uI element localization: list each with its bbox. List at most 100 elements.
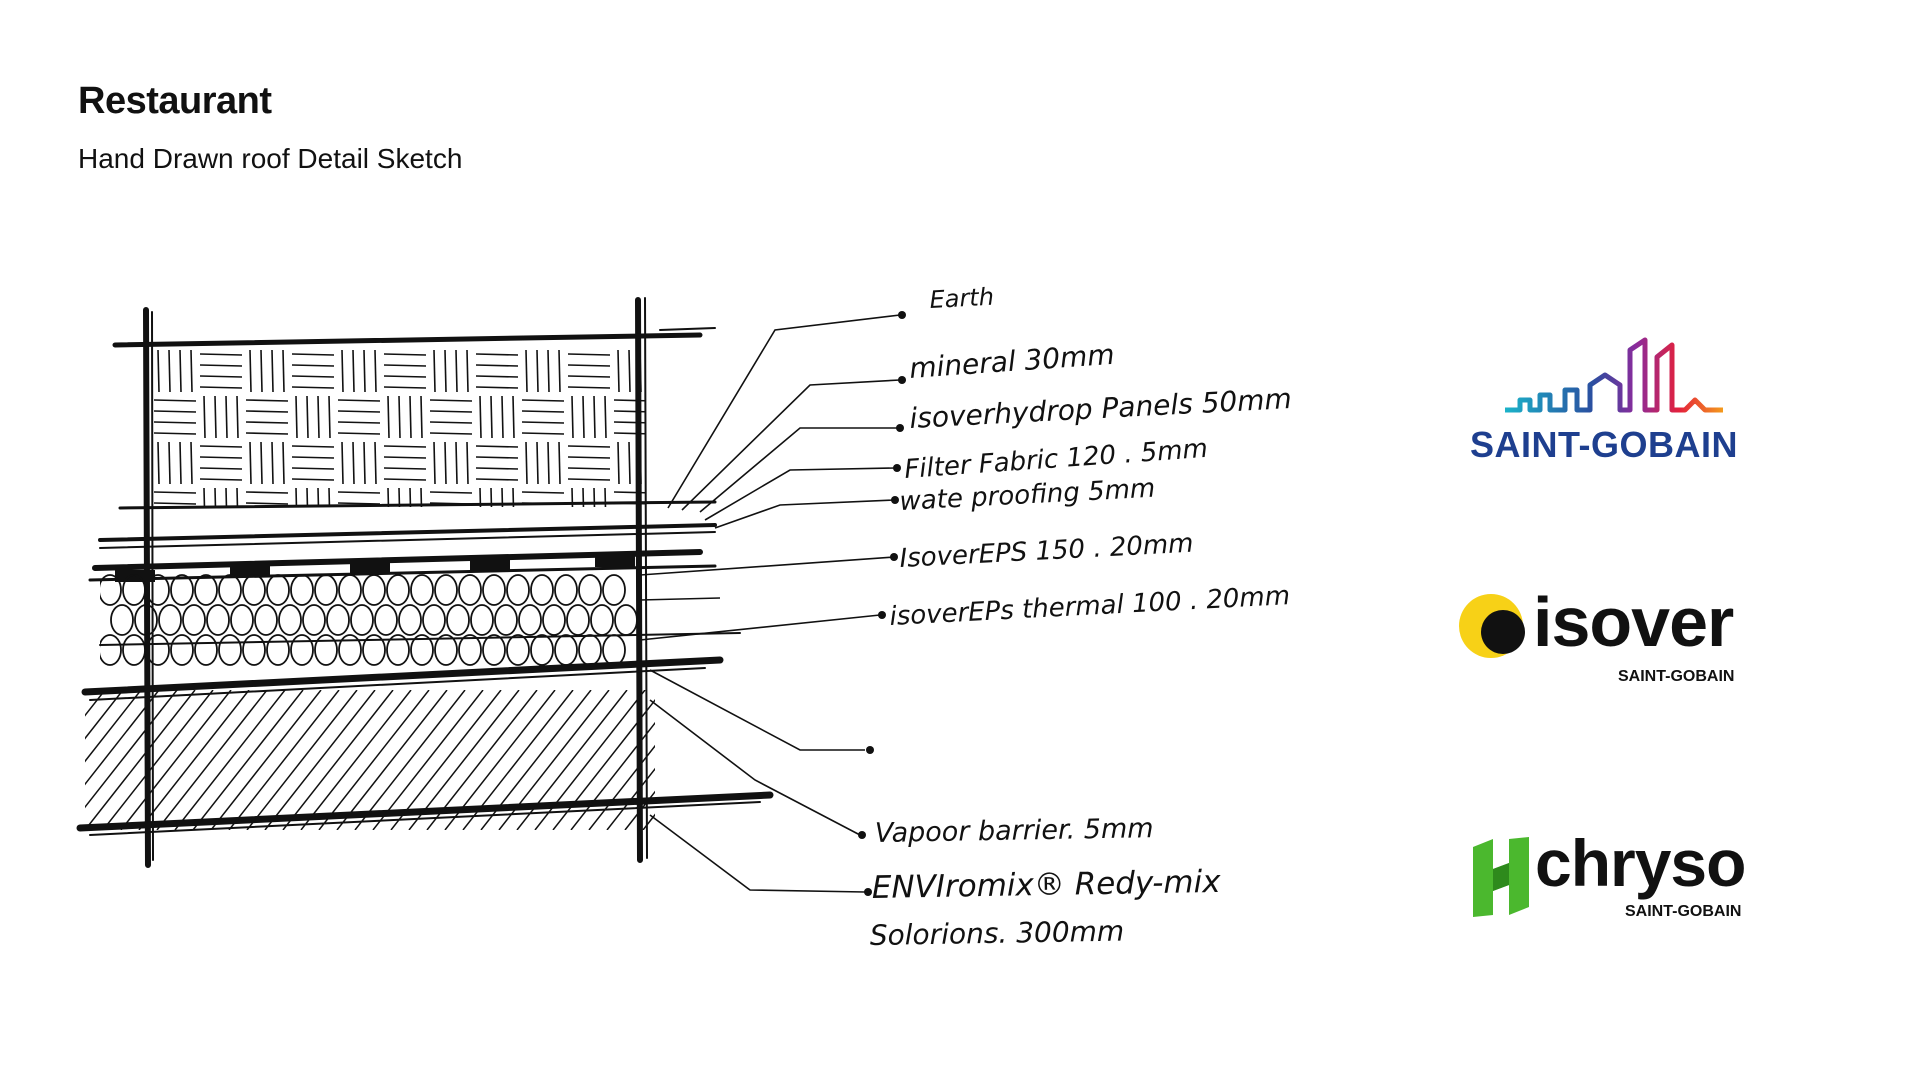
sketch-stroke	[558, 441, 561, 485]
sketch-stroke	[179, 441, 182, 485]
sketch-stroke	[387, 395, 390, 439]
sketch-stroke	[282, 349, 285, 393]
insulation-loop	[122, 634, 146, 666]
sketch-stroke	[246, 525, 288, 526]
sketch-stroke	[383, 445, 427, 448]
sketch-stroke	[246, 690, 358, 830]
sketch-stroke	[295, 487, 298, 507]
sketch-stroke	[153, 491, 197, 494]
label-enviromix: ENVIromix® Redy-mix	[872, 864, 1222, 906]
sketch-stroke	[260, 349, 263, 393]
layer-bands	[76, 500, 774, 836]
insulation-loop	[386, 574, 410, 606]
sketch-stroke	[138, 690, 250, 830]
sketch-stroke	[282, 690, 394, 830]
sketch-stroke	[567, 478, 611, 481]
sketch-stroke	[534, 690, 646, 830]
sketch-stroke	[264, 690, 376, 830]
sketch-stroke	[628, 441, 631, 485]
label-filter-fabric: Filter Fabric 120 . 5mm	[903, 434, 1208, 485]
sketch-stroke	[642, 813, 655, 830]
sketch-stroke	[154, 514, 196, 515]
sketch-stroke	[521, 432, 565, 435]
sketch-stroke	[387, 487, 390, 507]
sketch-stroke	[429, 399, 473, 402]
sketch-stroke	[102, 690, 214, 830]
insulation-loop	[458, 574, 482, 606]
sketch-stroke	[225, 487, 228, 507]
sketch-stroke	[210, 690, 322, 830]
insulation-loop	[542, 604, 566, 636]
sketch-stroke	[245, 421, 289, 424]
sketch-stroke	[521, 410, 565, 413]
sketch-stroke	[475, 456, 519, 459]
sketch-stroke	[236, 487, 239, 507]
insulation-loop	[338, 574, 362, 606]
label-eps-thermal: isoverEPs thermal 100 . 20mm	[889, 581, 1291, 632]
sketch-stroke	[536, 349, 539, 393]
sketch-stroke	[617, 349, 620, 393]
insulation-loop	[278, 604, 302, 636]
insulation-loop	[446, 604, 470, 636]
layer-labels: Earth mineral 30mm isoverhydrop Panels 5…	[870, 283, 1293, 952]
sketch-stroke	[245, 399, 289, 402]
sketch-stroke	[0, 690, 51, 830]
insulation-loop	[170, 574, 194, 606]
sketch-stroke	[214, 487, 217, 507]
sketch-stroke	[271, 441, 274, 485]
label-eps-150: IsoverEPS 150 . 20mm	[899, 529, 1194, 574]
sketch-stroke	[547, 441, 550, 485]
sketch-stroke	[337, 410, 381, 413]
chryso-sub: SAINT-GOBAIN	[1625, 903, 1742, 920]
sketch-stroke	[475, 478, 519, 481]
insulation-loop	[170, 634, 194, 666]
sketch-stroke	[582, 487, 585, 507]
sketch-stroke	[157, 441, 160, 485]
sketch-stroke	[383, 353, 427, 356]
sketch-stroke	[398, 395, 401, 439]
sketch-stroke	[245, 410, 289, 413]
sketch-stroke	[617, 441, 620, 485]
sketch-stroke	[154, 525, 196, 526]
insulation-loop	[266, 634, 290, 666]
insulation-loop	[434, 574, 458, 606]
insulation-loop	[230, 604, 254, 636]
insulation-loop	[530, 574, 554, 606]
insulation-loop	[314, 634, 338, 666]
sketch-stroke	[363, 349, 366, 393]
sketch-stroke	[352, 349, 355, 393]
sketch-stroke	[245, 432, 289, 435]
insulation-loop	[362, 574, 386, 606]
sketch-stroke	[613, 421, 645, 424]
leader-lines	[639, 314, 901, 893]
sketch-stroke	[291, 445, 335, 448]
sketch-stroke	[521, 491, 565, 494]
sketch-stroke	[512, 395, 515, 439]
insulation-loop	[146, 634, 170, 666]
insulation-loop	[302, 604, 326, 636]
insulation-loop	[602, 574, 626, 606]
insulation-loop	[374, 604, 398, 636]
sketch-stroke	[521, 399, 565, 402]
sketch-stroke	[639, 441, 642, 485]
sketch-stroke	[490, 487, 493, 507]
sketch-stroke	[651, 442, 652, 484]
sketch-stroke	[354, 690, 466, 830]
sketch-stroke	[479, 487, 482, 507]
sketch-stroke	[614, 514, 656, 515]
sketch-stroke	[246, 514, 288, 515]
label-mineral: mineral 30mm	[908, 338, 1115, 385]
sketch-stroke	[199, 467, 243, 470]
insulation-loop	[350, 604, 374, 636]
insulation-loop	[482, 574, 506, 606]
sketch-stroke	[190, 441, 193, 485]
label-solutions: Solorions. 300mm	[870, 915, 1125, 952]
label-earth: Earth	[929, 283, 995, 314]
sketch-stroke	[420, 395, 423, 439]
sketch-stroke	[420, 487, 423, 507]
sketch-stroke	[203, 395, 206, 439]
sketch-stroke	[525, 441, 528, 485]
sketch-stroke	[157, 349, 160, 393]
sketch-stroke	[153, 421, 197, 424]
sketch-stroke	[567, 467, 611, 470]
